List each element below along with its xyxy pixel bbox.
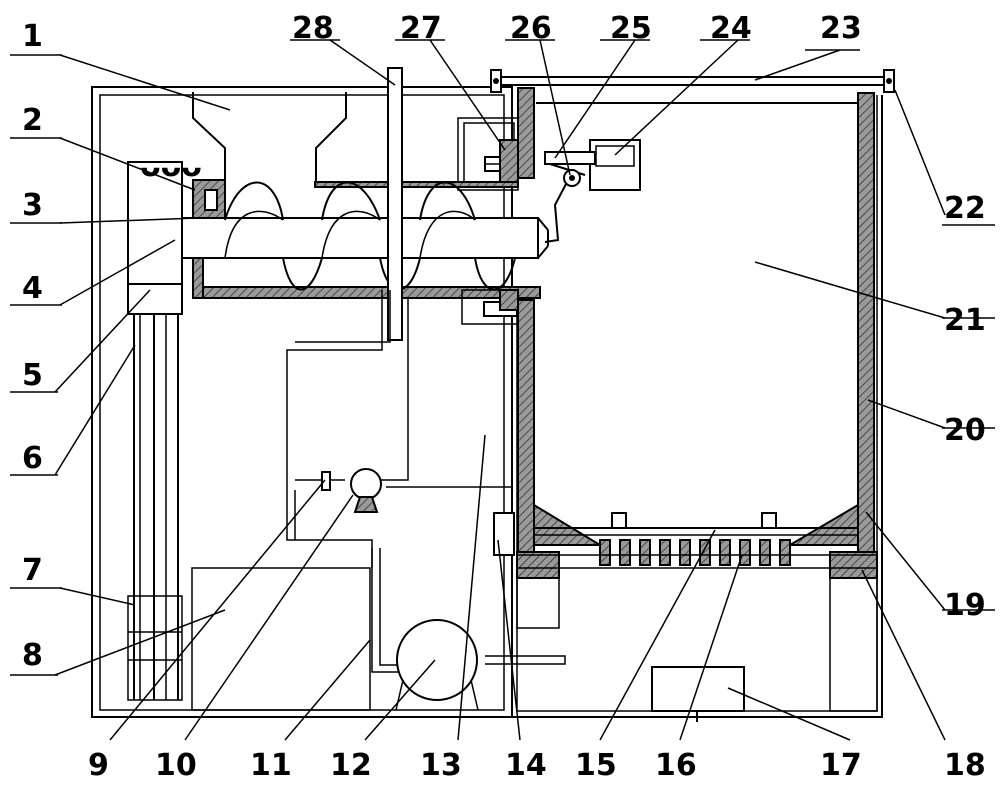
label-4: 4 bbox=[22, 271, 43, 306]
label-14: 14 bbox=[505, 748, 547, 783]
label-15: 15 bbox=[575, 748, 617, 783]
tub-left-wall bbox=[517, 299, 535, 556]
label-1: 1 bbox=[22, 19, 43, 54]
label-23: 23 bbox=[820, 11, 862, 46]
sensor-box bbox=[493, 512, 515, 556]
label-13: 13 bbox=[420, 748, 462, 783]
tub-left-upper-wall bbox=[517, 87, 535, 179]
label-19: 19 bbox=[944, 588, 986, 623]
label-5: 5 bbox=[22, 358, 43, 393]
top-rod bbox=[490, 69, 895, 93]
label-8: 8 bbox=[22, 638, 43, 673]
label-11: 11 bbox=[250, 748, 292, 783]
label-20: 20 bbox=[944, 413, 986, 448]
bottom-wedge-left bbox=[533, 503, 604, 546]
label-17: 17 bbox=[820, 748, 862, 783]
label-9: 9 bbox=[88, 748, 109, 783]
label-12: 12 bbox=[330, 748, 372, 783]
label-6: 6 bbox=[22, 441, 43, 476]
leader-lines bbox=[54, 39, 946, 741]
svg-text:ᴗᴗᴗ: ᴗᴗᴗ bbox=[140, 149, 202, 184]
bottom-wedge-right bbox=[786, 503, 859, 546]
wash-tub bbox=[493, 87, 883, 722]
label-7: 7 bbox=[22, 553, 43, 588]
hopper bbox=[192, 92, 226, 182]
pump bbox=[350, 468, 382, 500]
label-18: 18 bbox=[944, 748, 986, 783]
valve bbox=[321, 471, 331, 491]
support-block-left bbox=[516, 551, 560, 579]
label-10: 10 bbox=[155, 748, 197, 783]
label-2: 2 bbox=[22, 103, 43, 138]
screw-conveyor bbox=[127, 67, 549, 341]
impeller-blades bbox=[599, 539, 791, 566]
upper-assembly bbox=[457, 117, 641, 243]
lift-column: ᴗᴗᴗ bbox=[127, 149, 202, 701]
tub-right-wall bbox=[857, 92, 875, 556]
label-3: 3 bbox=[22, 188, 43, 223]
label-16: 16 bbox=[655, 748, 697, 783]
label-22: 22 bbox=[944, 191, 986, 226]
label-21: 21 bbox=[944, 303, 986, 338]
support-block-right bbox=[829, 551, 878, 579]
motor-box bbox=[589, 139, 641, 191]
control-box bbox=[191, 567, 371, 711]
number-labels: 1 2 3 4 5 6 7 8 9 10 11 12 13 14 15 16 1… bbox=[22, 11, 986, 783]
label-underlines bbox=[10, 39, 995, 676]
